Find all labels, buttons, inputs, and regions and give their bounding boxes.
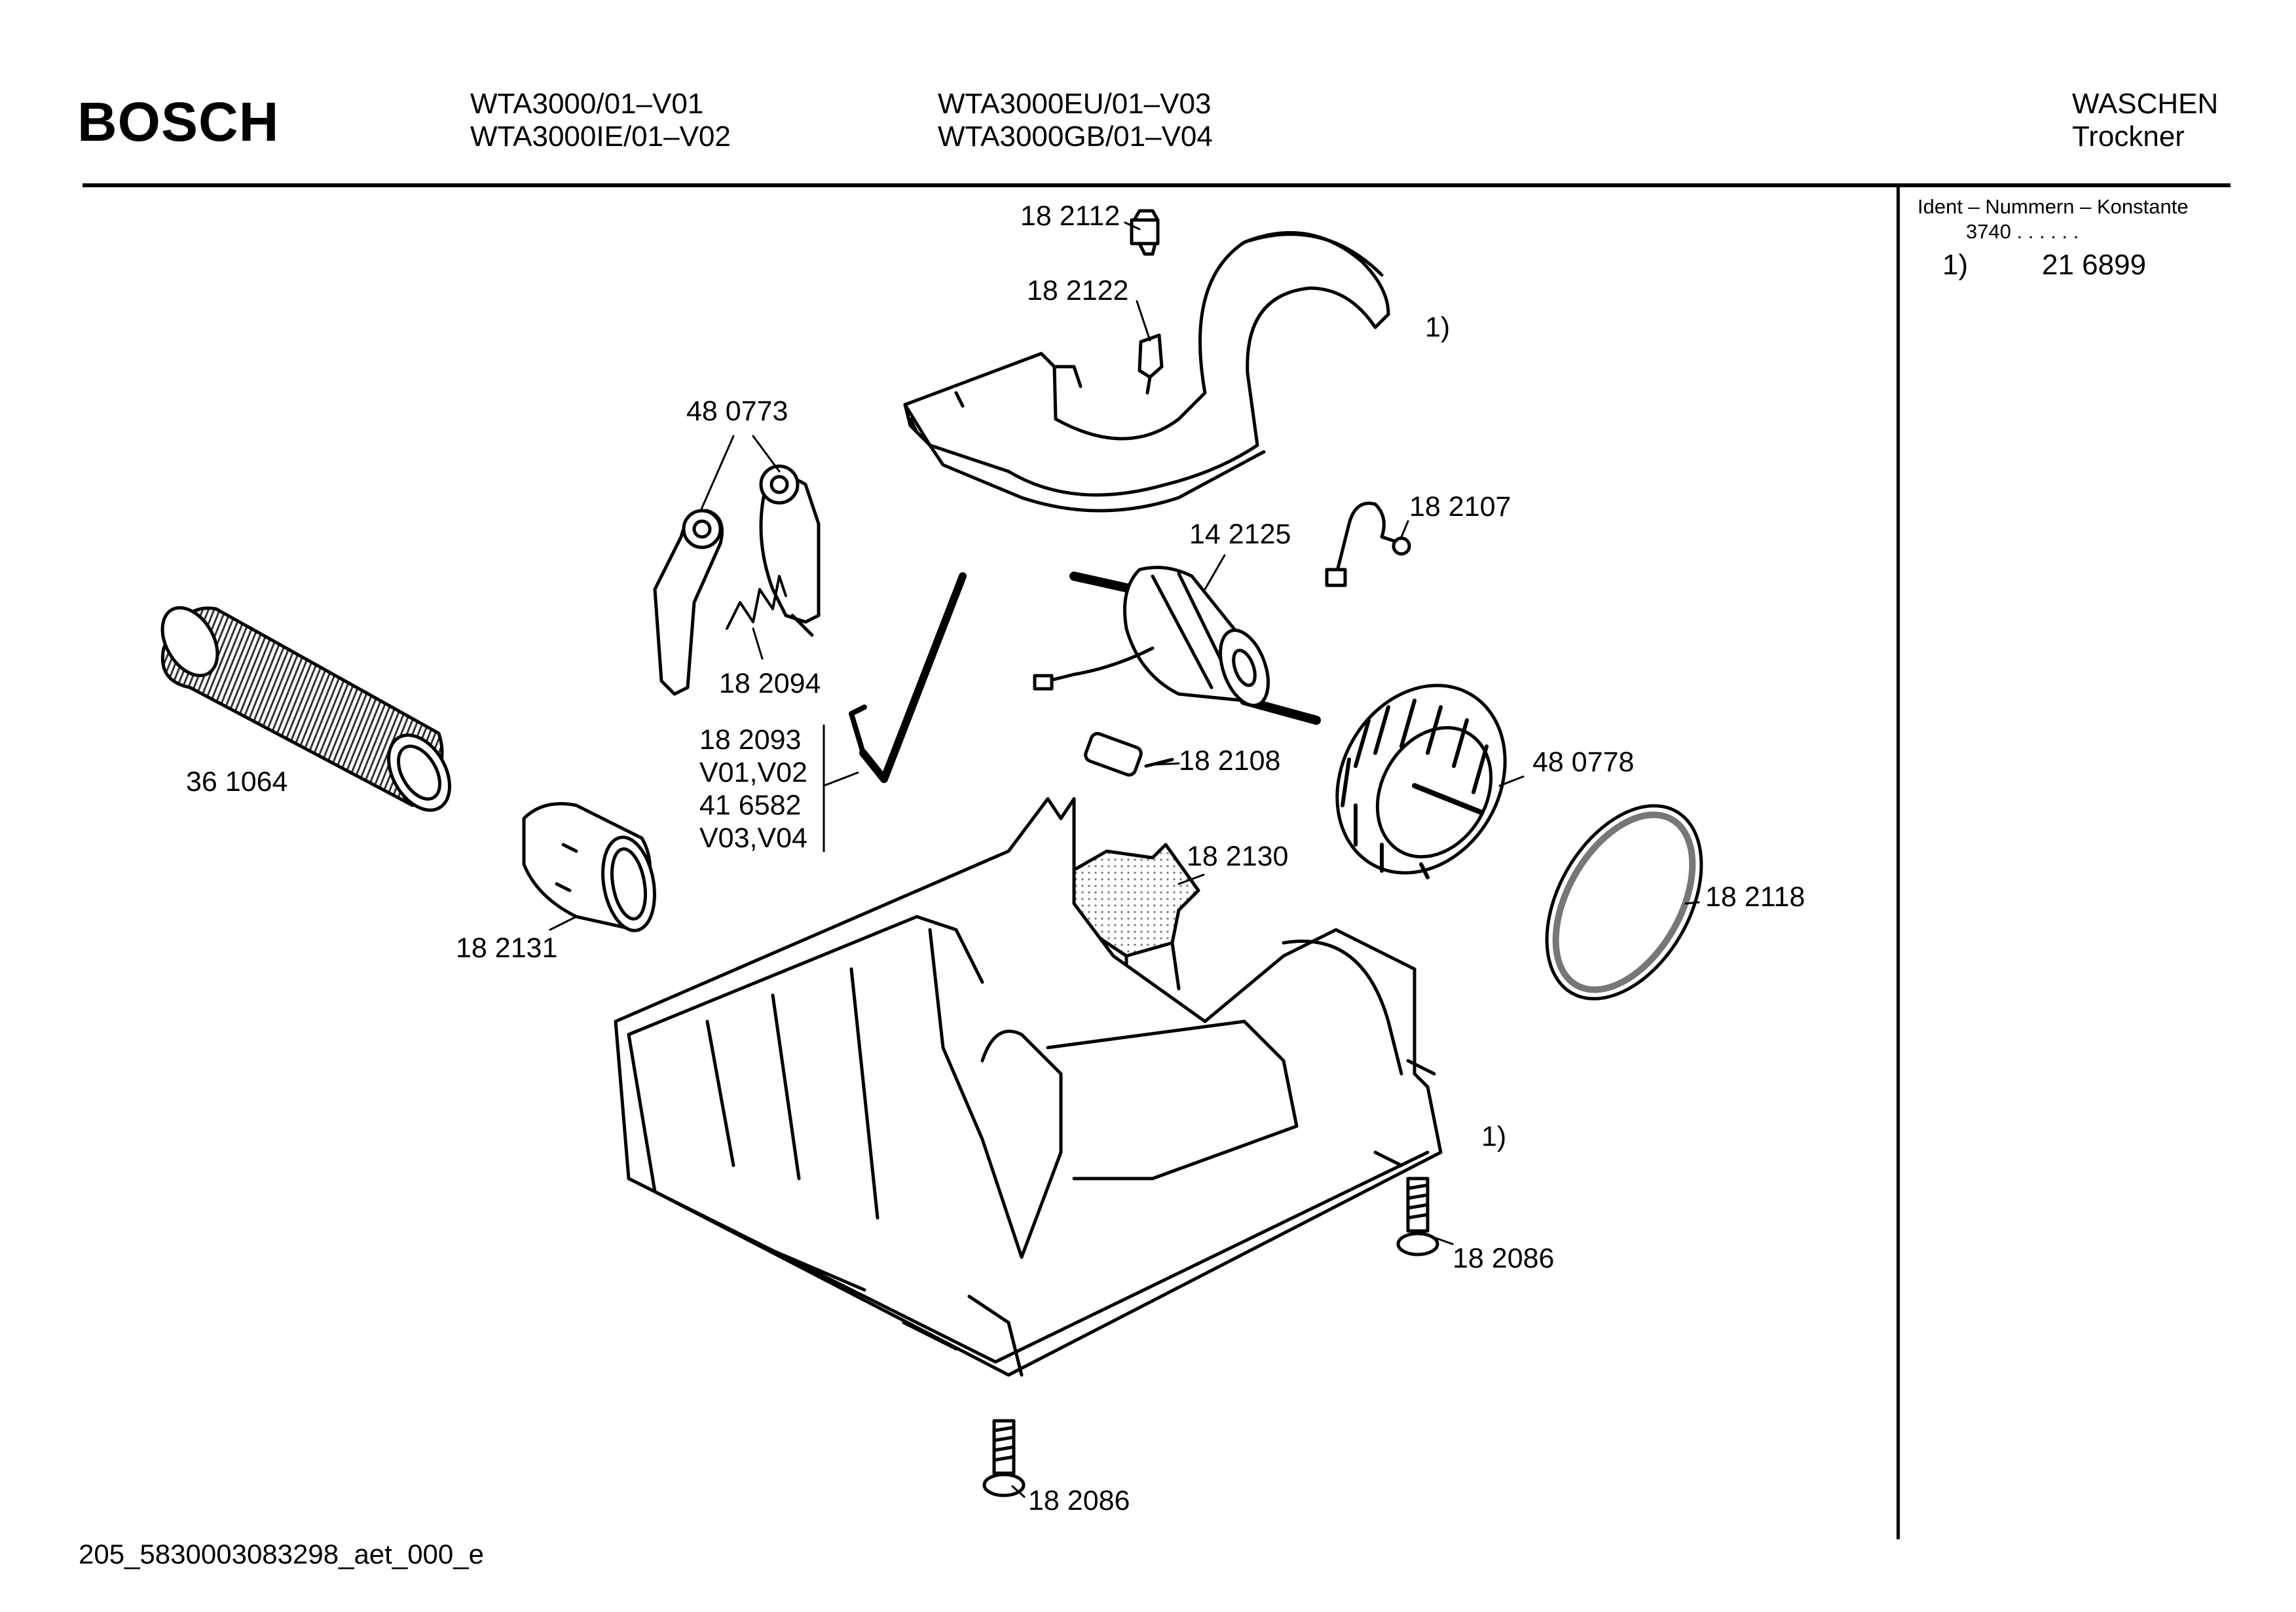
callout-18-2107: 18 2107 bbox=[1409, 491, 1511, 522]
base-housing-part bbox=[614, 797, 1443, 1377]
callout-41-6582: 41 6582 bbox=[699, 790, 802, 821]
tensioner-arm-part bbox=[653, 464, 821, 696]
header-divider bbox=[83, 183, 2231, 187]
connector-part bbox=[1130, 209, 1160, 256]
air-guide-part bbox=[1059, 843, 1200, 997]
motor-part bbox=[1033, 566, 1321, 725]
capacitor-part bbox=[1084, 731, 1174, 777]
hose-adapter-part bbox=[522, 802, 656, 932]
callout-note-top: 1) bbox=[1425, 312, 1451, 343]
callout-variant-v03-v04: V03,V04 bbox=[699, 822, 807, 854]
callout-18-2094: 18 2094 bbox=[719, 668, 821, 699]
document-code: 205_5830003083298_aet_000_e bbox=[79, 1539, 484, 1569]
callout-18-2130: 18 2130 bbox=[1187, 841, 1289, 872]
duct-cover-part bbox=[903, 231, 1390, 513]
foot-screw-right bbox=[1396, 1177, 1439, 1256]
category-label: WASCHEN bbox=[2072, 88, 2219, 120]
callout-18-2131: 18 2131 bbox=[456, 932, 558, 964]
ident-constant: 3740 . . . . . . bbox=[1966, 220, 2079, 243]
sensor-wire-part bbox=[1325, 502, 1411, 587]
ident-entry-key: 1) bbox=[1942, 249, 1969, 281]
callout-18-2122: 18 2122 bbox=[1027, 275, 1129, 306]
fan-wheel-part bbox=[1335, 684, 1507, 879]
ident-entry-value: 21 6899 bbox=[2042, 249, 2147, 281]
model-code-2: WTA3000IE/01–V02 bbox=[470, 120, 731, 153]
callout-48-0773: 48 0773 bbox=[686, 395, 788, 427]
callout-18-2112: 18 2112 bbox=[1020, 200, 1120, 232]
model-code-4: WTA3000GB/01–V04 bbox=[938, 120, 1213, 153]
callout-18-2118: 18 2118 bbox=[1705, 881, 1805, 913]
model-code-1: WTA3000/01–V01 bbox=[470, 88, 704, 120]
clip-part bbox=[1138, 333, 1164, 395]
callout-18-2108: 18 2108 bbox=[1179, 745, 1281, 777]
leader-lines bbox=[549, 221, 1700, 1498]
drive-belt-part bbox=[849, 572, 967, 783]
callout-14-2125: 14 2125 bbox=[1189, 519, 1291, 550]
callout-note-bottom: 1) bbox=[1481, 1121, 1507, 1152]
exhaust-hose-part bbox=[160, 606, 451, 812]
callout-variant-v01-v02: V01,V02 bbox=[699, 757, 807, 788]
side-panel-divider bbox=[1897, 187, 1900, 1539]
seal-ring-part bbox=[1545, 804, 1703, 1000]
model-code-3: WTA3000EU/01–V03 bbox=[938, 88, 1212, 120]
foot-screw-bottom bbox=[982, 1419, 1026, 1497]
subcategory-label: Trockner bbox=[2072, 120, 2185, 153]
callout-18-2086-bottom: 18 2086 bbox=[1028, 1485, 1130, 1516]
brand-logo: BOSCH bbox=[77, 91, 280, 153]
callout-18-2086-right: 18 2086 bbox=[1453, 1243, 1555, 1274]
callout-36-1064: 36 1064 bbox=[186, 766, 288, 797]
callout-18-2093: 18 2093 bbox=[699, 724, 802, 756]
ident-title: Ident – Nummern – Konstante bbox=[1917, 195, 2189, 218]
callout-48-0778: 48 0778 bbox=[1532, 746, 1635, 778]
